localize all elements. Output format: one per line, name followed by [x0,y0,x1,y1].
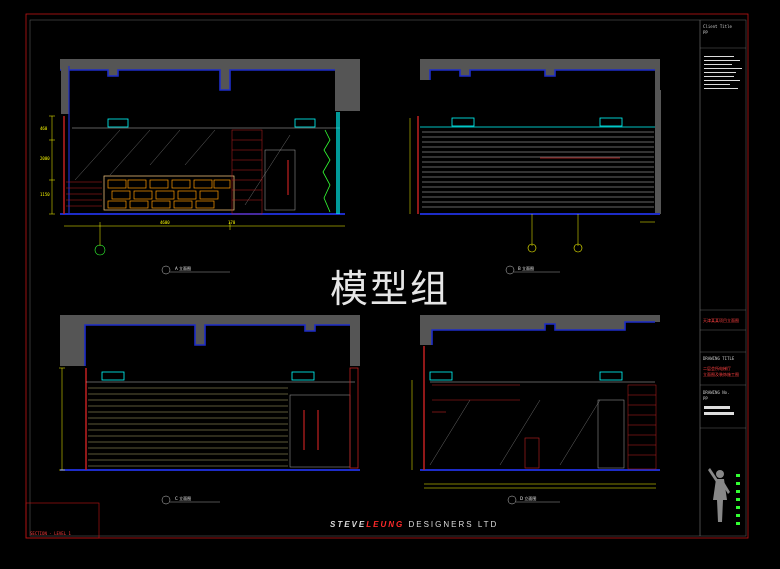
tile-courses-b [422,131,654,208]
view-c-label: C 立面图 [175,495,191,501]
tb-code: PP [703,30,708,35]
firm-name-a: STEVE [330,520,367,529]
tb-drawing-no: PP [703,396,708,401]
watermark-text: 模型组 [329,267,450,311]
svg-text:1150: 1150 [40,192,50,197]
ceiling-slab-a [60,59,360,111]
corner-tag: SECTION - LEVEL 1 [30,531,71,536]
tb-project-line: 天津某某项目立面图 [703,318,739,323]
title-block-notes [704,56,742,415]
view-a-label: A 立面图 [175,265,191,271]
title-block-lines [700,47,746,429]
left-column-a [61,66,69,114]
svg-text:2000: 2000 [40,156,50,161]
elevation-view-d: D 立面图 [411,315,660,505]
svg-text:460: 460 [40,126,48,131]
tb-title-line-1: 二层会所电梯厅 [703,366,731,371]
svg-text:170: 170 [228,220,236,225]
view-b-label: B 立面图 [518,265,534,271]
view-d-label: D 立面图 [520,495,536,501]
tb-drawing-label: DRAWING TITLE [703,356,735,361]
elevation-view-a: 460 2000 1150 4600 170 A 立面图 [40,59,360,275]
tile-courses-c [88,387,288,467]
tb-client: Client Title [703,24,732,29]
svg-text:4600: 4600 [160,220,170,225]
vertical-logo-text [736,474,740,525]
tb-title-line-2: 立面图及装饰施工图 [703,372,739,377]
tb-drawing-no-label: DRAWING No. [703,390,730,395]
corner-tag-box [25,502,100,539]
elevation-view-c: C 立面图 [59,315,360,505]
firm-footer: STEVELEUNG DESIGNERS LTD [330,520,498,529]
sheet-outer-border [25,13,749,539]
ceiling-slab-b [420,59,660,92]
sheet-inner-border [29,19,747,537]
elevation-view-b: B 立面图 [409,59,661,275]
ceiling-slab-c [60,315,360,366]
firm-name-c: DESIGNERS LTD [408,520,499,529]
firm-name-b: LEUNG [366,520,405,529]
sculpture-logo [708,468,730,522]
